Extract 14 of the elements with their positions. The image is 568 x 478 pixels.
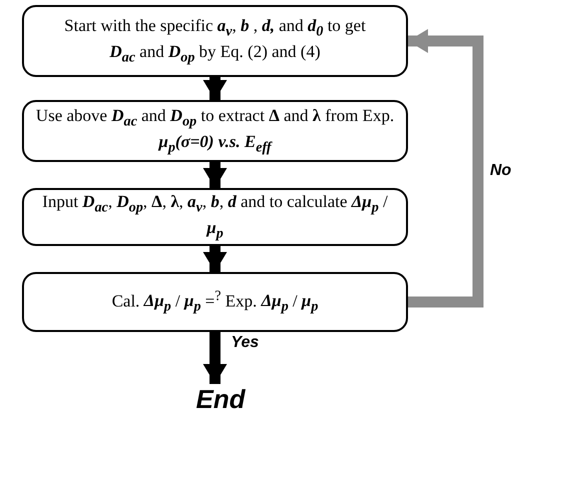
arrow bbox=[408, 29, 484, 308]
arrow bbox=[203, 162, 227, 188]
arrow bbox=[203, 332, 227, 384]
step-text: Cal. Δμ$_{p}$ / μ$_{p}$ =$^{?}$ Exp. Δμ$_{p}$ / μ$_{p}$ bbox=[112, 288, 318, 316]
step-text: Start with the specific a$_{v}$, b , d, and d$_{0}$ to get D$_{ac}$ and D$_{op}$ by Eq. (2) and (4) bbox=[63, 14, 367, 68]
arrow bbox=[203, 77, 227, 100]
arrow bbox=[203, 246, 227, 272]
step-text: Input D$_{ac}$, D$_{op}$, Δ, λ, a$_{v}$, b, d and to calculate Δμ$_{p}$ / μ$_{p}$ bbox=[41, 190, 389, 244]
process-box bbox=[22, 5, 408, 77]
process-box bbox=[22, 272, 408, 332]
process-box bbox=[22, 100, 408, 162]
process-box bbox=[22, 188, 408, 246]
end-text: End bbox=[196, 384, 246, 415]
step-text: Use above D$_{ac}$ and D$_{op}$ to extract Δ and λ from Exp. μ$_{p}$(σ=0) v.s. E$_{eff}$ bbox=[34, 104, 396, 158]
